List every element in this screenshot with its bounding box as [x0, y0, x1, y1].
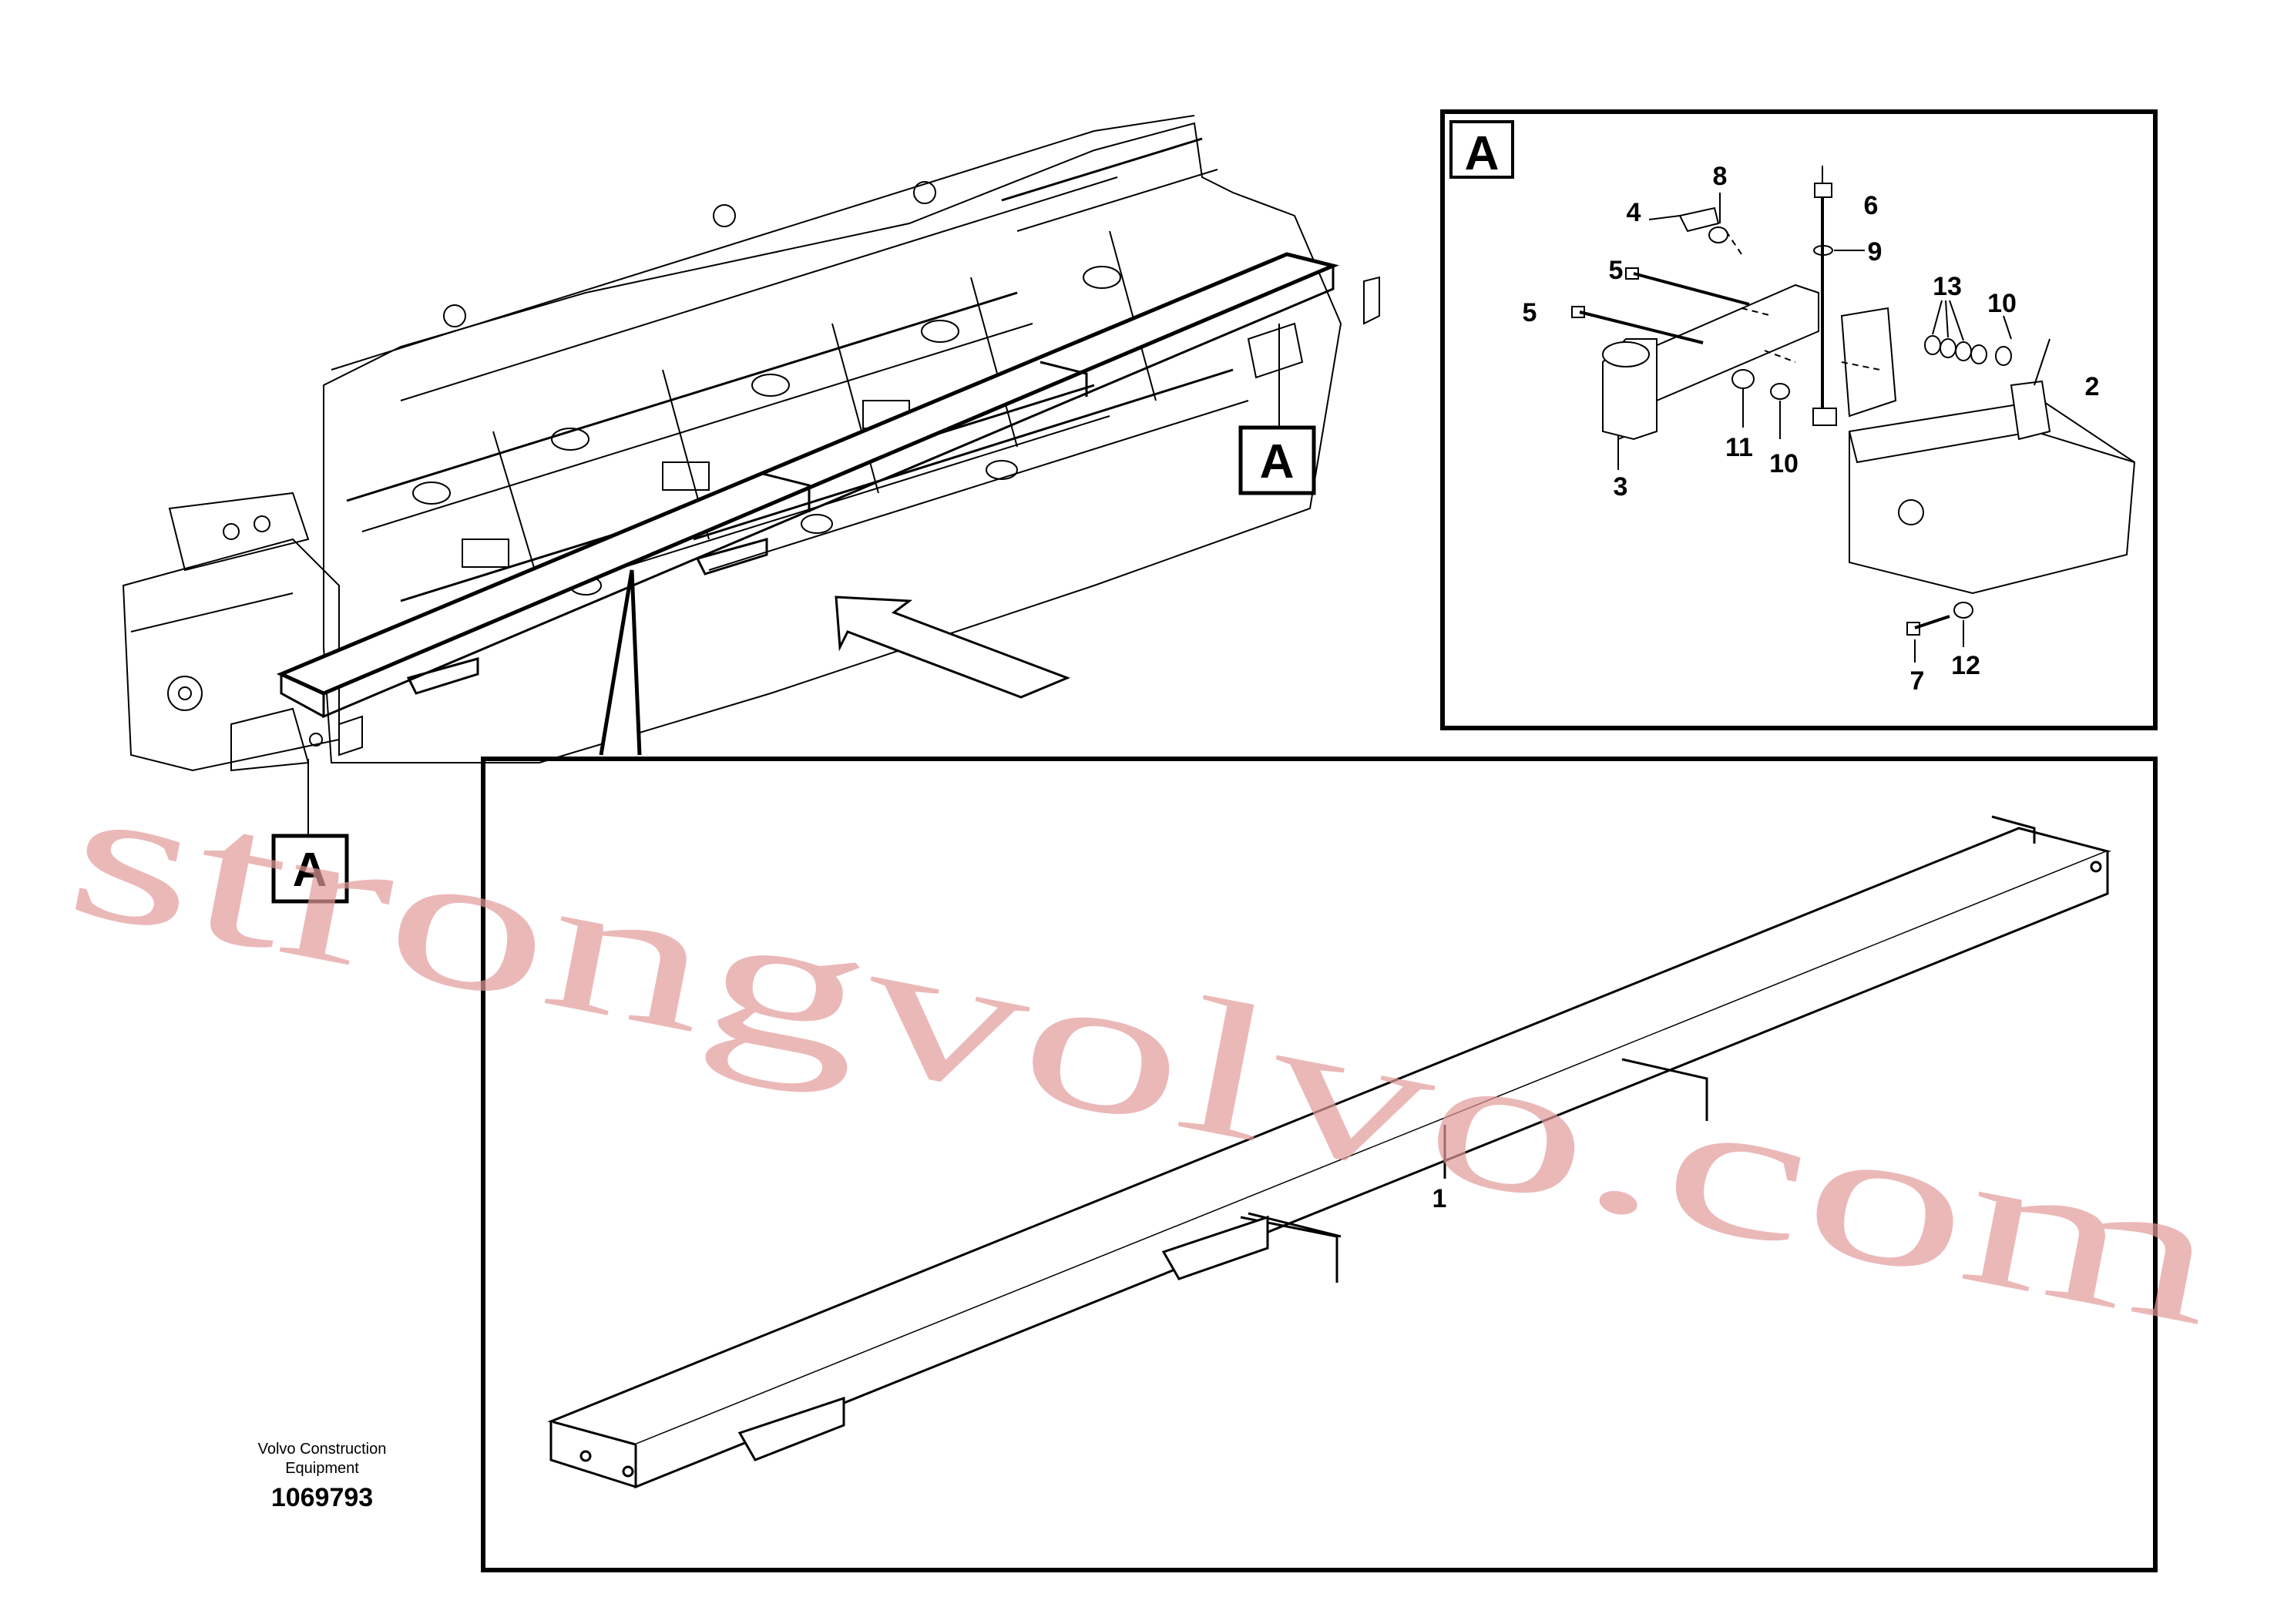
label-4: 4: [1627, 198, 1641, 227]
label-7: 7: [1910, 666, 1925, 696]
direction-arrow: [835, 596, 1071, 699]
drawing-number: 1069793: [271, 1483, 373, 1512]
label-12: 12: [1951, 651, 1980, 680]
detail-1-beam: [547, 815, 2111, 1489]
view-tag-main-right: A: [1260, 435, 1295, 488]
label-11: 11: [1725, 433, 1753, 462]
label-10-upper: 10: [1987, 289, 2017, 318]
detail-1-frame: [481, 757, 2158, 1572]
detail-a-tag-box: [1449, 120, 1514, 179]
tag-box-main-right: [1238, 425, 1316, 495]
label-5-lower: 5: [1523, 298, 1537, 327]
label-2: 2: [2085, 372, 2100, 401]
footer-line1: Volvo Construction: [258, 1441, 387, 1458]
main-beam: [230, 252, 1380, 772]
view-tag-detail: A: [1465, 127, 1500, 180]
detail-a-parts: [1571, 166, 2136, 663]
label-3: 3: [1614, 472, 1628, 502]
tag-box-main-left: [271, 834, 349, 904]
label-9: 9: [1868, 237, 1883, 267]
label-6: 6: [1864, 191, 1879, 220]
view-tag-main-left: A: [293, 844, 327, 897]
footer-line2: Equipment: [285, 1460, 359, 1477]
detail-a-frame: [1440, 109, 2158, 730]
label-5-upper: 5: [1609, 256, 1624, 285]
label-1: 1: [1432, 1184, 1447, 1213]
label-10-lower: 10: [1769, 449, 1799, 478]
label-13: 13: [1933, 272, 1962, 301]
label-8: 8: [1713, 162, 1728, 191]
callout-pointer: [599, 569, 642, 756]
